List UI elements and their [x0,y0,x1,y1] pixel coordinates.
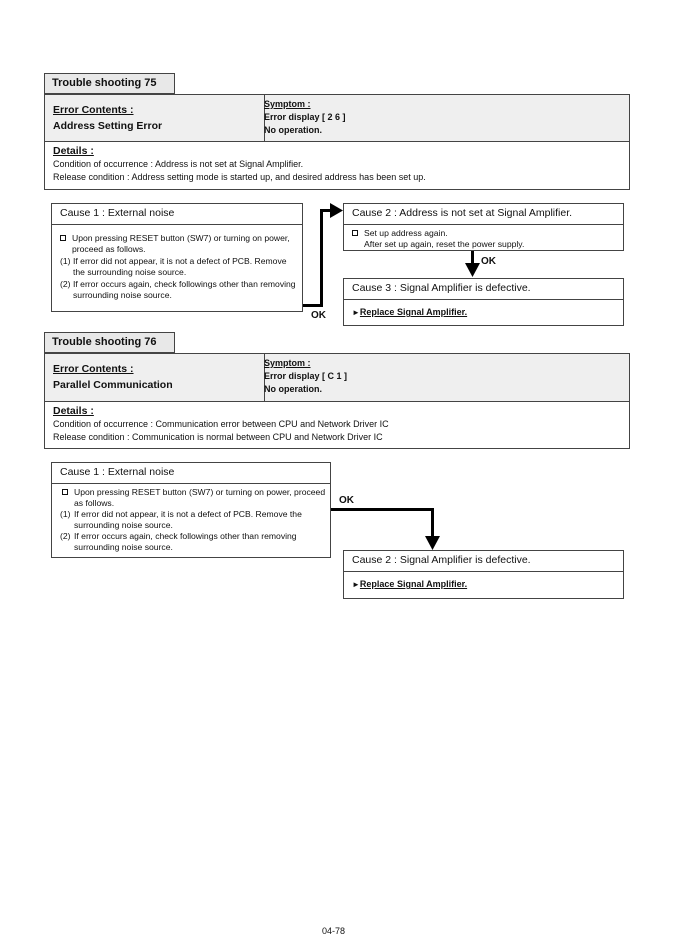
checkbox-square-icon [62,489,68,495]
ts75-ok-label: OK [311,310,326,321]
ts75-cause3-action: Replace Signal Amplifier. [359,307,468,317]
ts75-cause1-box: Cause 1 : External noise Upon pressing R… [51,203,303,312]
checkbox-square-icon [352,230,358,236]
ts76-details-line: Release condition : Communication is nor… [53,432,383,442]
ts75-symptom-line: No operation. [264,125,322,135]
ts76-details-label: Details : [53,405,94,417]
ts76-arrow-segment [431,508,434,538]
ts75-ok-label: OK [481,256,496,267]
ts76-cause2-title: Cause 2 : Signal Amplifier is defective. [344,551,623,572]
ts75-error-contents-label: Error Contents : [53,104,134,116]
ts76-cause1-item: Upon pressing RESET button (SW7) or turn… [60,487,326,508]
ts75-arrow-segment [303,304,323,307]
ts75-cause1-item: (1) If error did not appear, it is not a… [60,256,287,277]
right-triangle-icon: ► [352,580,360,589]
ts76-cause1-title: Cause 1 : External noise [52,463,330,484]
page-number: 04-78 [322,926,346,936]
ts75-cause2-title: Cause 2 : Address is not set at Signal A… [344,204,623,225]
ts76-cause1-item: (2) If error occurs again, check followi… [60,531,297,552]
ts75-cause3-title: Cause 3 : Signal Amplifier is defective. [344,279,623,300]
ts76-cause1-box: Cause 1 : External noise Upon pressing R… [51,462,331,558]
ts75-cause1-item: (2) If error occurs again, check followi… [60,279,296,300]
ts76-error-contents-label: Error Contents : [53,363,134,375]
ts76-cause1-item: (1) If error did not appear, it is not a… [60,509,302,530]
ts75-details-label: Details : [53,145,94,157]
ts75-tab-label: Trouble shooting 75 [52,77,157,89]
ts76-details-line: Condition of occurrence : Communication … [53,419,389,429]
ts76-error-name: Parallel Communication [53,379,173,391]
ts76-arrow-segment [331,508,434,511]
ts75-arrow-segment [471,251,474,265]
ts76-symptom-line: No operation. [264,384,322,394]
ts76-cause2-box: Cause 2 : Signal Amplifier is defective.… [343,550,624,599]
ts75-cause1-item: Upon pressing RESET button (SW7) or turn… [60,233,298,254]
right-triangle-icon: ► [352,308,360,317]
ts75-cause3-box: Cause 3 : Signal Amplifier is defective.… [343,278,624,326]
ts76-tab-label: Trouble shooting 76 [52,336,157,348]
ts76-header: Error Contents : Parallel Communication … [44,353,630,402]
ts76-details: Details : Condition of occurrence : Comm… [44,402,630,449]
ts76-cause2-action: Replace Signal Amplifier. [359,579,468,589]
checkbox-square-icon [60,235,66,241]
ts75-arrow-segment [320,209,333,212]
ts75-cause2-box: Cause 2 : Address is not set at Signal A… [343,203,624,251]
ts75-symptom: Symptom : Error display [ 2 6 ] No opera… [257,95,629,141]
arrow-down-icon [465,263,480,277]
ts75-arrow-segment [320,209,323,307]
ts76-symptom: Symptom : Error display [ C 1 ] No opera… [257,354,629,401]
arrow-right-icon [330,203,343,218]
ts75-error-contents: Error Contents : Address Setting Error [45,95,265,141]
ts75-cause2-item: Set up address again. After set up again… [352,228,619,249]
ts75-details: Details : Condition of occurrence : Addr… [44,142,630,190]
ts75-details-line: Release condition : Address setting mode… [53,172,426,182]
ts75-symptom-label: Symptom : [264,99,311,109]
ts75-symptom-line: Error display [ 2 6 ] [264,112,346,122]
ts75-tab: Trouble shooting 75 [44,73,175,94]
ts75-cause1-title: Cause 1 : External noise [52,204,302,225]
ts76-symptom-line: Error display [ C 1 ] [264,371,348,381]
ts76-error-contents: Error Contents : Parallel Communication [45,354,265,401]
ts76-symptom-label: Symptom : [264,358,311,368]
ts75-error-name: Address Setting Error [53,120,163,132]
ts75-details-line: Condition of occurrence : Address is not… [53,159,304,169]
ts76-tab: Trouble shooting 76 [44,332,175,353]
ts76-ok-label: OK [339,495,354,506]
ts75-header: Error Contents : Address Setting Error S… [44,94,630,142]
arrow-down-icon [425,536,440,550]
